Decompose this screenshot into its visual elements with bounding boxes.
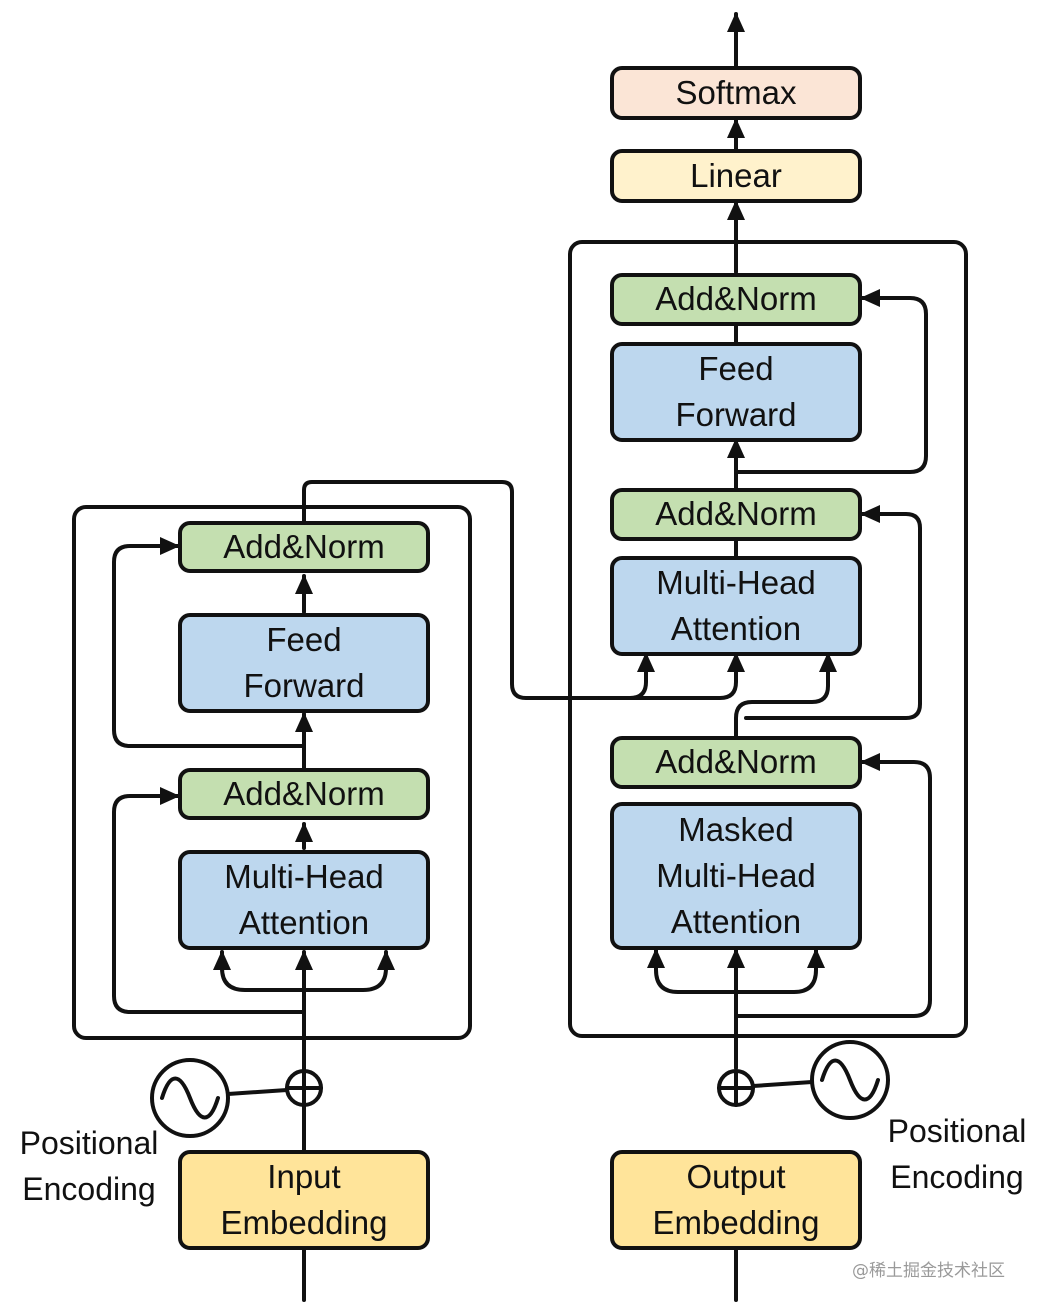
input-embedding-line2: Embedding [220, 1204, 388, 1241]
encoder-attention-line2: Attention [238, 904, 370, 941]
decoder-add-norm-top-label: Add&Norm [655, 280, 817, 318]
decoder-pe-line2: Encoding [890, 1159, 1024, 1196]
decoder-attention-line1: Multi-Head [656, 563, 816, 601]
decoder-multi-head-attention: Multi-Head Attention [610, 556, 862, 656]
encoder-attention-line1: Multi-Head [224, 857, 384, 895]
linear-label: Linear [690, 156, 782, 194]
enc-to-dec-line [302, 480, 738, 700]
dec-addnorm-to-attn [734, 652, 830, 740]
output-embedding-line1: Output [686, 1157, 786, 1195]
decoder-feed-forward-line2: Forward [675, 396, 797, 433]
decoder-attention-line2: Attention [670, 610, 802, 647]
output-embedding: Output Embedding [610, 1150, 862, 1250]
encoder-feed-forward: Feed Forward [178, 613, 430, 713]
enc-residual-2 [112, 537, 306, 748]
output-embedding-line2: Embedding [652, 1204, 820, 1241]
decoder-pe-line1: Positional [887, 1113, 1027, 1149]
decoder-add-norm-top: Add&Norm [610, 273, 862, 326]
decoder-add-norm-bottom: Add&Norm [610, 736, 862, 789]
encoder-pe-line1: Positional [19, 1125, 159, 1161]
masked-attention-line2: Multi-Head [656, 856, 816, 894]
encoder-add-norm-top-label: Add&Norm [223, 527, 385, 565]
watermark: @稀土掘金技术社区 [852, 1261, 1005, 1281]
dec-residual-2 [744, 505, 922, 720]
decoder-add-norm-middle-label: Add&Norm [655, 495, 817, 533]
encoder-feed-forward-line1: Feed [266, 620, 342, 658]
encoder-add-norm-bottom: Add&Norm [178, 768, 430, 820]
linear-block: Linear [610, 149, 862, 203]
decoder-add-norm-bottom-label: Add&Norm [655, 743, 817, 781]
input-embedding-line1: Input [267, 1157, 341, 1195]
encoder-positional-encoding-label: Positional Encoding [8, 1120, 170, 1213]
encoder-pe-line2: Encoding [22, 1171, 156, 1208]
masked-attention-line3: Attention [670, 903, 802, 941]
masked-attention-line1: Masked [678, 810, 794, 848]
encoder-frame [72, 505, 472, 1040]
softmax-label: Softmax [675, 73, 797, 111]
enc-to-dec-branch [598, 652, 648, 700]
dec-residual-1 [734, 753, 932, 1018]
encoder-add-norm-top: Add&Norm [178, 521, 430, 573]
decoder-frame [568, 240, 968, 1038]
decoder-add-norm-middle: Add&Norm [610, 488, 862, 541]
decoder-positional-encoding-label: Positional Encoding [876, 1108, 1038, 1201]
dec-mattn-side-arrows [654, 950, 818, 994]
softmax-block: Softmax [610, 66, 862, 120]
input-embedding: Input Embedding [178, 1150, 430, 1250]
decoder-feed-forward-line1: Feed [698, 349, 774, 387]
enc-residual-1 [112, 787, 306, 1014]
decoder-feed-forward: Feed Forward [610, 342, 862, 442]
encoder-add-norm-bottom-label: Add&Norm [223, 774, 385, 812]
encoder-multi-head-attention: Multi-Head Attention [178, 850, 430, 950]
dec-residual-3 [734, 289, 928, 474]
decoder-masked-multi-head-attention: Masked Multi-Head Attention [610, 802, 862, 950]
encoder-feed-forward-line2: Forward [243, 667, 365, 704]
